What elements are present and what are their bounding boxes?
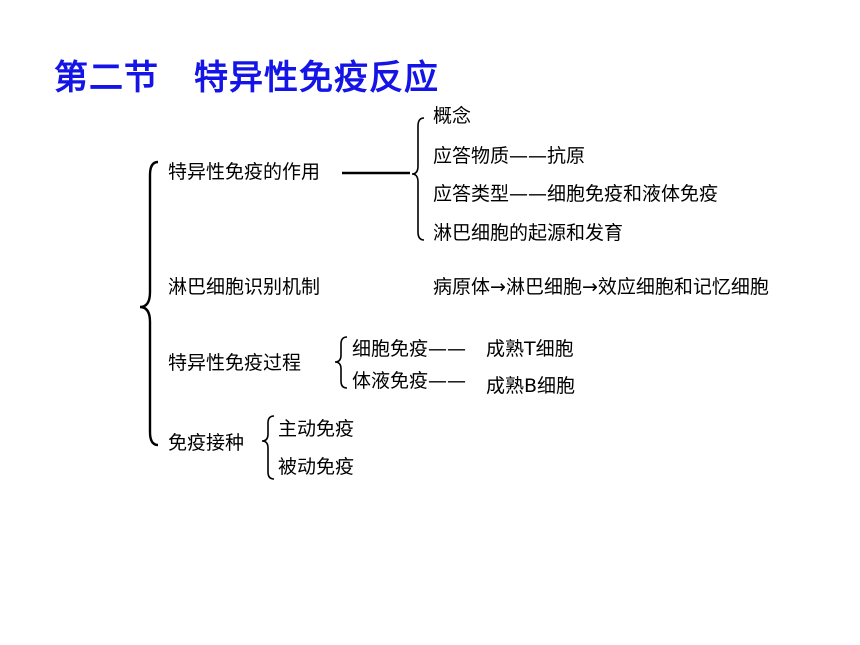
function-item-origin: 淋巴细胞的起源和发育 [433,222,624,244]
function-label: 特异性免疫的作用 [168,161,321,183]
process-humoral-name: 体液免疫 [352,370,429,392]
function-item-response-type: 应答类型——细胞免疫和液体免疫 [433,183,719,205]
process-cellular-name: 细胞免疫 [352,338,429,360]
process-cellular-result: 成熟T细胞 [486,338,574,360]
process-brace [334,336,348,389]
process-cellular-dash: —— [428,338,467,360]
vaccination-item-passive: 被动免疫 [278,456,355,478]
function-brace [411,117,425,241]
process-item-cellular: 细胞免疫—— [352,337,466,361]
function-item-concept: 概念 [433,105,472,127]
main-brace [139,160,159,447]
vaccination-label: 免疫接种 [168,432,245,454]
recognition-flow: 病原体→淋巴细胞→效应细胞和记忆细胞 [433,275,769,299]
process-humoral-result: 成熟B细胞 [486,375,576,397]
flow-effector-memory: 效应细胞和记忆细胞 [597,276,769,298]
flow-pathogen: 病原体 [433,276,491,298]
process-humoral-dash: —— [428,370,467,392]
vaccination-brace [261,415,275,480]
flow-lymphocyte: 淋巴细胞 [505,276,582,298]
flow-arrow-1: → [490,276,506,298]
process-label: 特异性免疫过程 [168,352,302,374]
vaccination-item-active: 主动免疫 [278,418,355,440]
page-title: 第二节 特异性免疫反应 [54,58,439,98]
recognition-label: 淋巴细胞识别机制 [168,276,321,298]
flow-arrow-2: → [581,276,598,298]
function-item-antigen: 应答物质——抗原 [433,145,586,167]
process-item-humoral: 体液免疫—— [352,369,466,393]
